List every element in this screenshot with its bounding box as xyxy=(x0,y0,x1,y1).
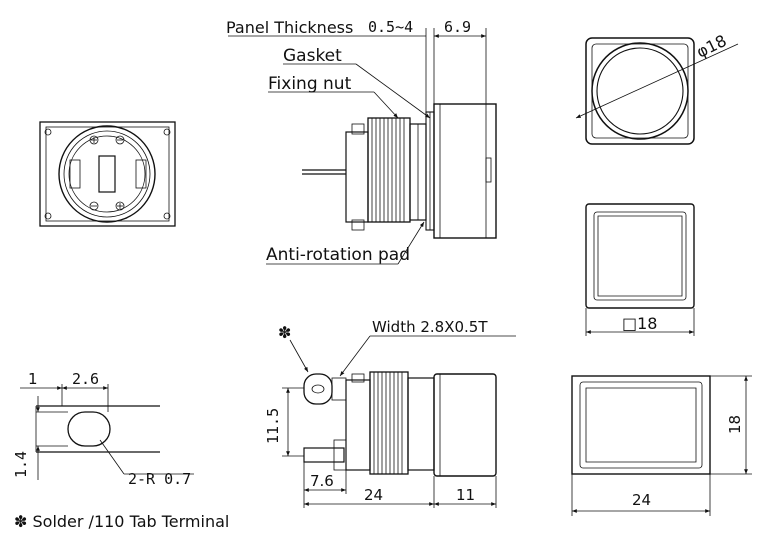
front-view-top xyxy=(575,37,739,145)
dim-1: 1 xyxy=(28,370,38,388)
dim-24-side: 24 xyxy=(364,486,383,504)
dim-24-front: 24 xyxy=(632,491,651,509)
square-18-label: □18 xyxy=(622,314,657,333)
asterisk-mark: ✽ xyxy=(278,323,291,342)
diameter-18-label: φ18 xyxy=(693,31,729,62)
width-note-label: Width 2.8X0.5T xyxy=(372,318,488,336)
dim-11: 11 xyxy=(456,486,475,504)
side-view-top xyxy=(228,28,497,265)
side-view-bottom xyxy=(282,335,516,508)
anti-rotation-pad-label: Anti-rotation pad xyxy=(266,245,410,265)
terminal-detail xyxy=(20,384,194,480)
dim-18: 18 xyxy=(726,415,744,434)
panel-thickness-value: 0.5~4 xyxy=(368,18,413,36)
dim-6-9: 6.9 xyxy=(444,18,471,36)
front-view-bottom xyxy=(571,375,752,516)
fixing-nut-label: Fixing nut xyxy=(268,74,352,94)
rear-view xyxy=(39,121,176,227)
dim-2-6: 2.6 xyxy=(72,370,99,388)
dim-11-5: 11.5 xyxy=(264,408,282,444)
panel-thickness-label: Panel Thickness xyxy=(226,18,353,37)
dim-7-6: 7.6 xyxy=(310,472,334,490)
front-view-middle xyxy=(585,203,695,336)
dim-2-r07: 2-R 0.7 xyxy=(128,470,191,488)
gasket-label: Gasket xyxy=(283,46,342,66)
dim-1-4: 1.4 xyxy=(12,451,30,478)
footnote: ✽ Solder /110 Tab Terminal xyxy=(14,512,229,531)
